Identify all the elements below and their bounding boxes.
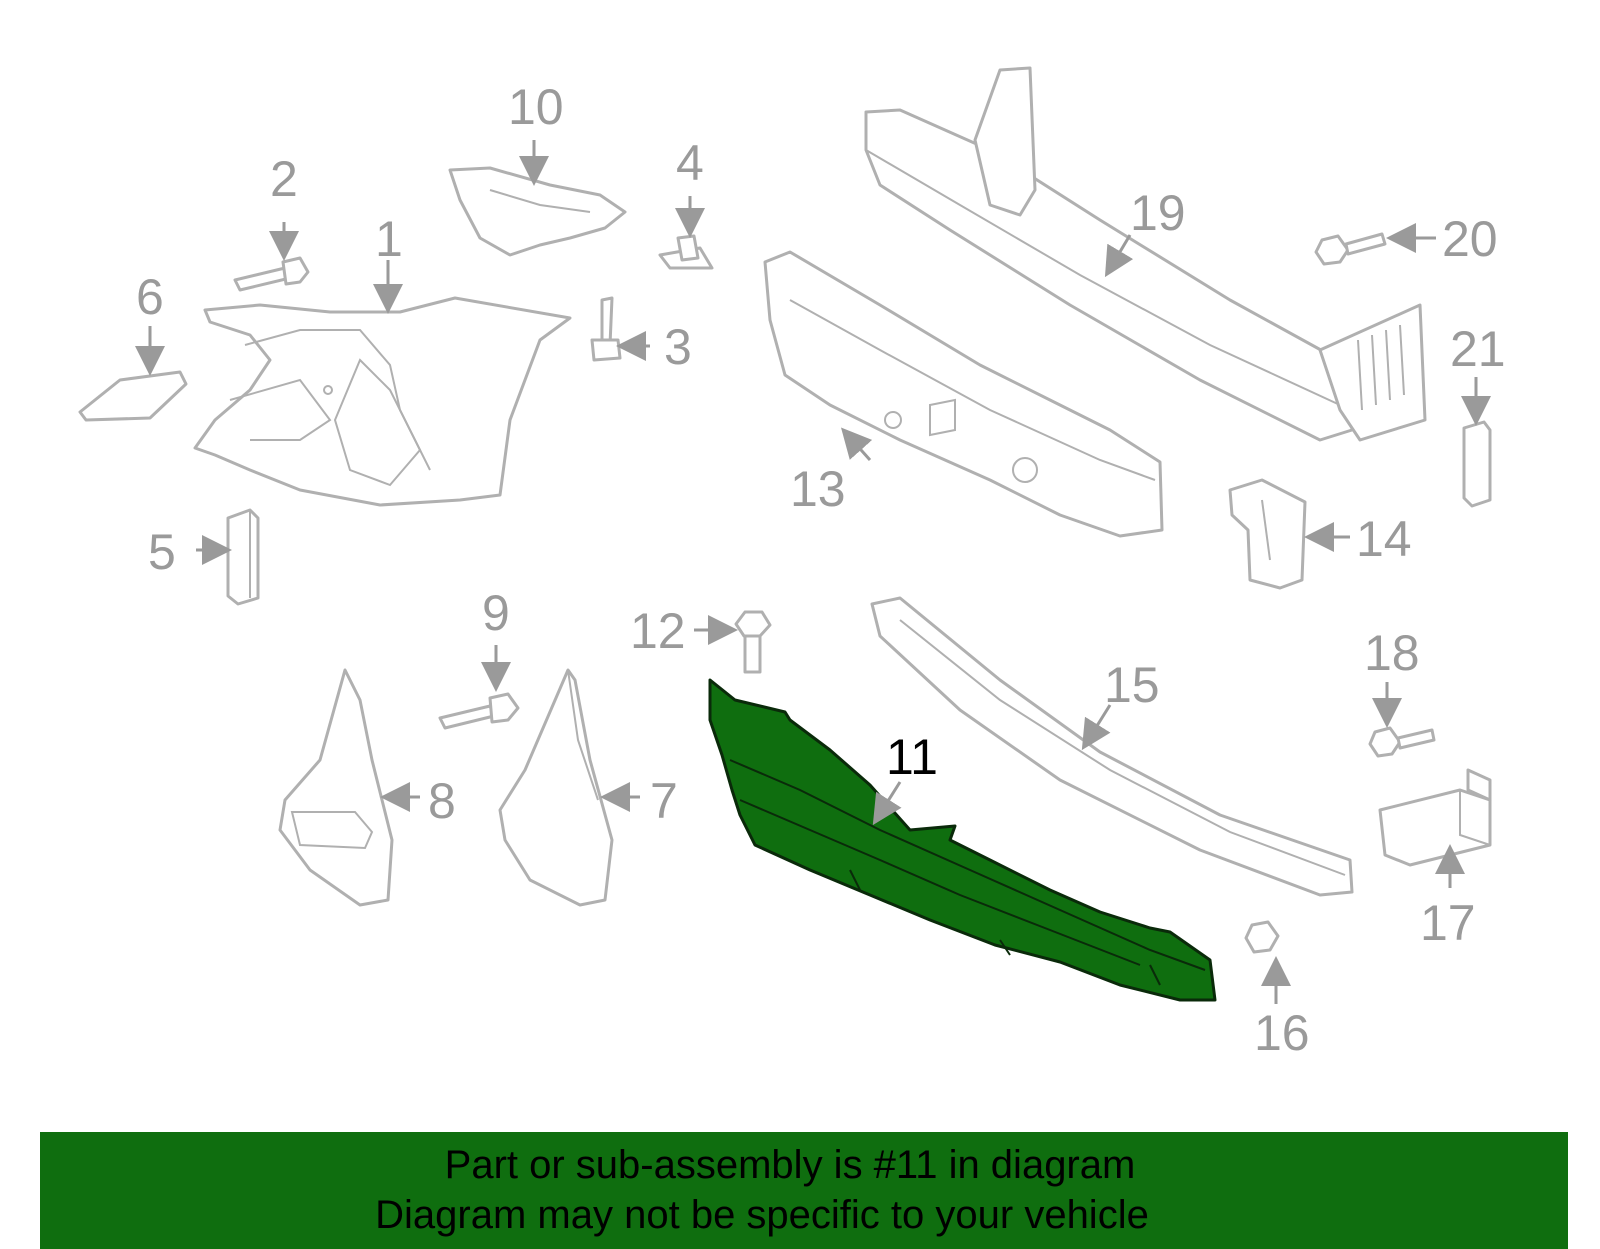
callout-17: 17 [1420, 895, 1476, 951]
part-16-nut [1244, 920, 1280, 954]
callout-2: 2 [270, 151, 298, 207]
part-6-cap [78, 370, 188, 422]
part-18-bolt [1368, 726, 1436, 758]
part-14-bracket [1228, 478, 1307, 590]
part-13-energy-absorber [763, 250, 1164, 538]
part-11-highlighted-absorber [708, 678, 1217, 1002]
callout-14: 14 [1356, 511, 1412, 567]
part-15-reinforcement [870, 596, 1354, 897]
callout-13: 13 [790, 461, 846, 517]
banner-part-note: Part or sub-assembly is #11 in diagram [444, 1143, 1136, 1187]
part-5-pad [226, 508, 260, 606]
part-2-bolt [233, 256, 310, 292]
part-21-pad [1462, 420, 1492, 508]
callout-6: 6 [136, 269, 164, 325]
callout-18: 18 [1364, 625, 1420, 681]
callout-15: 15 [1104, 657, 1160, 713]
callout-8: 8 [428, 773, 456, 829]
callout-16: 16 [1254, 1005, 1310, 1061]
part-1-bumper-side-panel [193, 296, 572, 507]
callout-3: 3 [664, 319, 692, 375]
callout-4: 4 [676, 135, 704, 191]
callout-7: 7 [650, 773, 678, 829]
callout-5: 5 [148, 524, 176, 580]
part-8-cover [278, 668, 394, 907]
banner-disclaimer: Diagram may not be specific to your vehi… [375, 1193, 1149, 1237]
callout-9: 9 [482, 585, 510, 641]
info-banner: Part or sub-assembly is #11 in diagram D… [40, 1132, 1568, 1249]
part-17-bracket [1378, 768, 1492, 867]
part-7-cover [498, 668, 614, 907]
callout-20: 20 [1442, 211, 1498, 267]
part-20-bolt [1314, 232, 1387, 266]
part-12-bolt [734, 610, 772, 674]
callout-19: 19 [1130, 185, 1186, 241]
callout-12: 12 [630, 603, 686, 659]
leader-lines [135, 140, 1491, 1004]
part-4-clip [658, 234, 714, 270]
part-10-bracket [448, 166, 627, 257]
part-9-bolt [438, 692, 520, 730]
callout-11: 11 [886, 729, 938, 785]
parts-diagram: 1 2 3 4 5 6 7 8 9 10 11 12 13 14 15 16 1… [78, 66, 1506, 1061]
callout-1: 1 [375, 211, 403, 267]
part-3-screw [590, 296, 622, 362]
callout-21: 21 [1450, 321, 1506, 377]
callout-labels: 1 2 3 4 5 6 7 8 9 10 11 12 13 14 15 16 1… [136, 79, 1506, 1061]
callout-10: 10 [508, 79, 564, 135]
